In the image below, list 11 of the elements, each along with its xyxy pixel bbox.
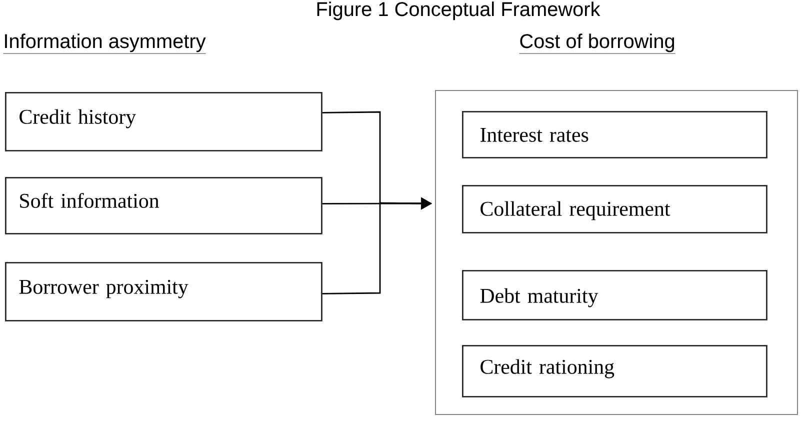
concept-box: Borrower proximity	[5, 262, 322, 322]
concept-box: Debt maturity	[462, 270, 768, 320]
concept-box: Credit history	[5, 92, 322, 152]
group-box	[435, 90, 798, 415]
concept-box: Interest rates	[462, 111, 768, 158]
concept-box: Collateral requirement	[462, 185, 768, 234]
figure-title: Figure 1 Conceptual Framework	[317, 2, 600, 20]
concept-box: Soft information	[5, 177, 322, 234]
column-heading: Cost of borrowing	[519, 34, 676, 54]
column-heading: Information asymmetry	[3, 34, 206, 54]
concept-box: Credit rationing	[462, 345, 768, 398]
